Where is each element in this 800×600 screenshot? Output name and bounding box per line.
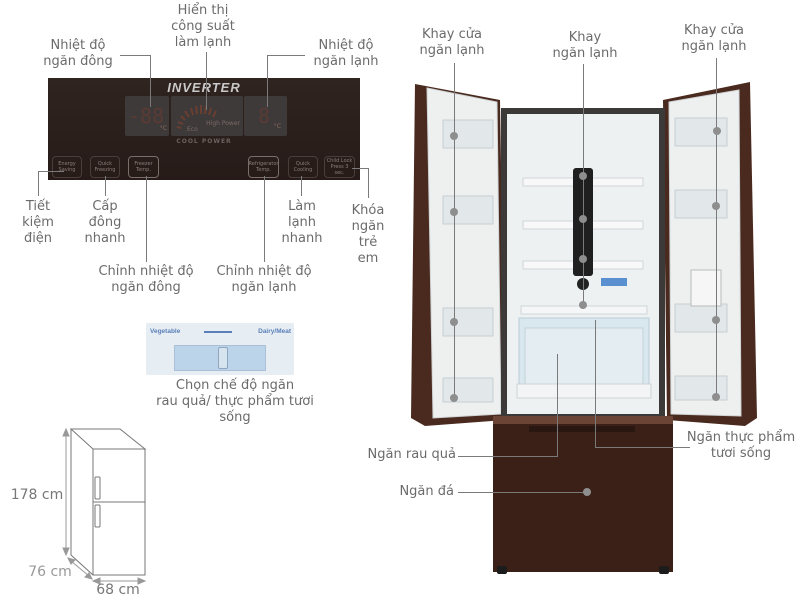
callout-left-door-tray: Khay cửa ngăn lạnh: [419, 27, 485, 58]
marker-shelf-4: [579, 301, 587, 309]
cooling-power-display: Eco High Power: [171, 96, 243, 136]
power-bars-icon: [176, 105, 217, 129]
marker-shelf-1: [579, 172, 587, 180]
leader-right-door-tray: [716, 58, 717, 398]
callout-adjust-freezer: Chỉnh nhiệt độ ngăn đông: [98, 264, 194, 295]
refrigerator-temp-label: Refrigerator Temp.: [248, 161, 279, 173]
freezer-temp-digits: -88: [128, 104, 165, 128]
callout-shelf: Khay ngăn lạnh: [552, 30, 618, 61]
dimension-diagram: [62, 427, 147, 585]
leader-adjust-freezer: [146, 176, 147, 262]
leader-vegetable-h: [458, 456, 558, 457]
eco-label: Eco: [187, 126, 198, 133]
leader-child-lock-v: [368, 168, 369, 198]
leader-left-door-tray: [454, 63, 455, 399]
quick-freezing-button[interactable]: Quick Freezing: [90, 156, 120, 178]
freezer-temp-label: Freezer Temp.: [134, 161, 153, 173]
marker-left-tray-1: [450, 132, 458, 140]
callout-quick-cooling: Làm lạnh nhanh: [281, 199, 323, 246]
callout-quick-freezing: Cấp đông nhanh: [84, 199, 126, 246]
marker-left-tray-4: [450, 394, 458, 402]
freezer-temp-button[interactable]: Freezer Temp.: [128, 156, 159, 178]
dimension-width: 68 cm: [96, 582, 140, 598]
leader-freezer-temp-v: [150, 55, 151, 107]
callout-child-lock: Khóa ngăn trẻ em: [351, 203, 385, 266]
leader-vegetable-v: [557, 354, 558, 456]
selector-track: [204, 331, 232, 333]
cool-power-label: COOL POWER: [176, 138, 232, 145]
dairy-meat-label: Dairy/Meat: [258, 328, 291, 335]
callout-cooling-power: Hiển thị công suất làm lạnh: [171, 3, 235, 50]
marker-right-tray-1: [713, 127, 721, 135]
quick-freezing-label: Quick Freezing: [94, 161, 116, 173]
freezer-display: -88 °C: [125, 96, 169, 136]
freezer-unit: °C: [159, 125, 167, 132]
callout-freezer-temp: Nhiệt độ ngăn đông: [43, 38, 113, 69]
marker-ice: [583, 488, 591, 496]
leader-shelf: [583, 64, 584, 304]
callout-fresh-food: Ngăn thực phẩm tươi sống: [686, 430, 796, 461]
vegetable-selector-caption: Chọn chế độ ngăn rau quả/ thực phẩm tươi…: [156, 378, 314, 425]
vegetable-mode-selector: Vegetable Dairy/Meat: [146, 323, 294, 375]
callout-ice: Ngăn đá: [399, 484, 454, 499]
leader-energy-saving-h: [38, 171, 64, 172]
refrigerator-temp-button[interactable]: Refrigerator Temp.: [248, 156, 279, 178]
high-power-label: High Power: [206, 120, 240, 127]
leader-cooling-power: [206, 52, 207, 110]
vegetable-label: Vegetable: [150, 328, 181, 335]
leader-quick-cooling: [301, 176, 302, 196]
callout-vegetable: Ngăn rau quả: [367, 447, 456, 462]
leader-ice: [458, 492, 586, 493]
leader-fresh-food-h: [595, 447, 690, 448]
marker-shelf-2: [579, 215, 587, 223]
selector-slider-knob[interactable]: [218, 347, 228, 369]
fridge-unit: °C: [273, 123, 281, 130]
fridge-temp-digits: 8: [258, 104, 271, 128]
leader-fridge-temp: [267, 55, 305, 56]
marker-right-tray-4: [712, 393, 720, 401]
callout-right-door-tray: Khay cửa ngăn lạnh: [681, 23, 747, 54]
callout-energy-saving: Tiết kiệm điện: [22, 199, 54, 246]
leader-child-lock-h: [352, 168, 368, 169]
dimension-height: 178 cm: [10, 487, 64, 503]
callout-fridge-temp: Nhiệt độ ngăn lạnh: [313, 38, 379, 69]
control-panel: INVERTER -88 °C Eco High Power 8 °C COOL…: [48, 78, 360, 180]
quick-cooling-label: Quick Cooling: [293, 161, 313, 173]
leader-adjust-fridge: [264, 176, 265, 262]
marker-left-tray-3: [450, 318, 458, 326]
leader-quick-freezing: [105, 176, 106, 196]
energy-saving-button[interactable]: Energy Saving: [52, 156, 82, 178]
french-door-fridge-illustration: [411, 82, 757, 574]
leader-fridge-temp-v: [267, 55, 268, 107]
quick-cooling-button[interactable]: Quick Cooling: [288, 156, 318, 178]
leader-fresh-food-v: [595, 320, 596, 448]
fridge-display: 8 °C: [244, 96, 287, 136]
child-lock-label: Child Lock Press 3 sec.: [326, 158, 353, 176]
dimension-depth: 76 cm: [28, 564, 72, 580]
marker-left-tray-2: [450, 208, 458, 216]
marker-right-tray-2: [712, 202, 720, 210]
energy-saving-label: Energy Saving: [58, 161, 76, 173]
callout-adjust-fridge: Chỉnh nhiệt độ ngăn lạnh: [216, 264, 312, 295]
leader-energy-saving-v: [38, 171, 39, 196]
leader-freezer-temp: [120, 55, 151, 56]
marker-right-tray-3: [712, 316, 720, 324]
child-lock-button[interactable]: Child Lock Press 3 sec.: [324, 156, 355, 178]
inverter-logo: INVERTER: [167, 80, 241, 95]
marker-shelf-3: [579, 255, 587, 263]
